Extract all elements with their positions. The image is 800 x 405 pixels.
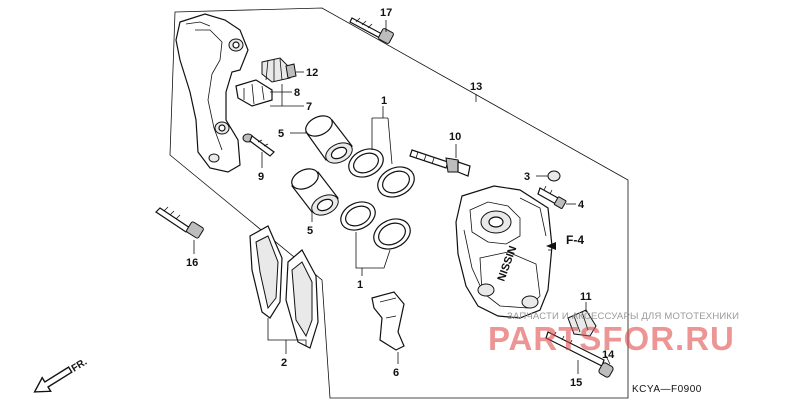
caliper-body: NISSIN [455, 185, 553, 319]
callout-10: 10 [449, 131, 461, 143]
callout-1-lower: 1 [357, 279, 363, 291]
callout-5-upper: 5 [278, 128, 284, 140]
front-label: FR. [70, 357, 90, 375]
callout-9: 9 [258, 171, 264, 183]
watermark-logo: PARTSFOR.RU [488, 320, 735, 357]
reference-label: F-4 [566, 233, 584, 247]
callout-11: 11 [580, 291, 592, 303]
diagram-code: KCYA—F0900 [632, 384, 702, 395]
boot-11 [567, 309, 597, 337]
callout-7: 7 [306, 101, 312, 113]
pad-2-right [285, 249, 319, 349]
pin-10 [409, 149, 471, 177]
callout-6: 6 [393, 367, 399, 379]
cap-3 [547, 170, 561, 182]
pad-spring-6 [371, 291, 405, 351]
bracket-1-upper [371, 117, 393, 165]
callout-12: 12 [306, 67, 318, 79]
pad-2-left [249, 225, 283, 319]
callout-4: 4 [578, 199, 585, 211]
bracket-7-8 [270, 84, 283, 107]
cap-14 [598, 362, 614, 378]
reference-arrow-icon [546, 242, 556, 250]
seals-1-upper [348, 148, 415, 198]
callout-8: 8 [294, 87, 300, 99]
callout-5-lower: 5 [307, 225, 313, 237]
watermark-tagline: ЗАПЧАСТИ И АКСЕССУАРЫ ДЛЯ МОТОТЕХНИКИ [507, 311, 739, 322]
front-arrow-icon: FR. [33, 357, 90, 393]
bolt-17 [349, 17, 394, 44]
caliper-bracket [175, 13, 249, 173]
retainer-8 [235, 79, 273, 107]
callout-3: 3 [524, 171, 530, 183]
callout-13: 13 [470, 81, 482, 93]
callout-1-upper: 1 [381, 95, 387, 107]
bracket-2 [267, 318, 307, 346]
callout-16: 16 [186, 257, 198, 269]
callout-15: 15 [570, 377, 582, 389]
leader-14 [605, 355, 611, 365]
bolt-16 [155, 206, 204, 239]
boot-12 [261, 57, 297, 83]
seals-1-lower [340, 201, 411, 250]
piston-5-lower [291, 168, 339, 216]
piston-5-upper [305, 115, 353, 164]
pin-9 [242, 133, 275, 157]
callout-14: 14 [602, 349, 615, 361]
callout-2: 2 [281, 357, 287, 369]
bleeder-4 [537, 185, 567, 209]
callout-17: 17 [380, 7, 392, 19]
bracket-1-lower [355, 232, 391, 269]
assembly-frame [169, 7, 629, 399]
